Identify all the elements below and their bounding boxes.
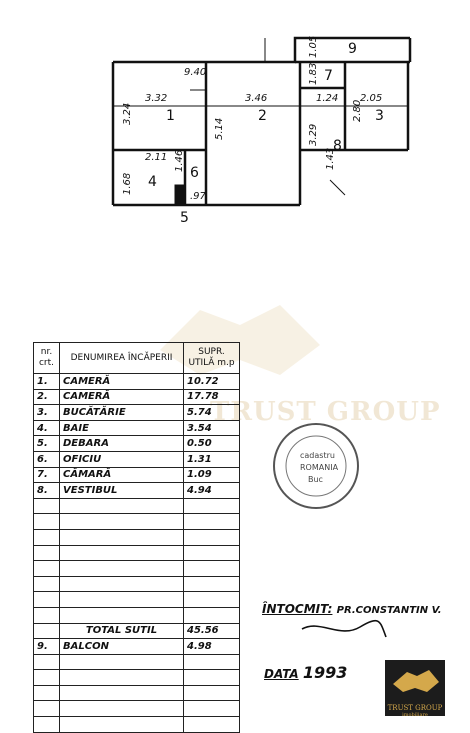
signature-scribble bbox=[301, 619, 387, 638]
row-nr: 3. bbox=[33, 404, 60, 421]
room-number: 3 bbox=[375, 108, 384, 124]
row-name: BALCON bbox=[59, 638, 184, 655]
prepared-by: ÎNTOCMIT: PR.CONSTANTIN V. bbox=[262, 602, 442, 616]
row-nr: 6. bbox=[33, 450, 60, 468]
dim-label: 2.11 bbox=[145, 152, 167, 163]
room-number: 8 bbox=[333, 138, 342, 154]
row-area: 4.98 bbox=[183, 638, 240, 655]
table-row: 5. DEBARA 0.50 bbox=[33, 435, 240, 452]
dim-label: 1.05 bbox=[308, 36, 319, 58]
row-area: 3.54 bbox=[183, 419, 240, 437]
dim-label: 3.46 bbox=[245, 93, 267, 104]
watermark-text: TRUST GROUP bbox=[210, 397, 441, 427]
dim-label: 1.43 bbox=[325, 148, 336, 170]
row-name: CAMERĂ bbox=[59, 373, 184, 390]
logo-text: TRUST GROUP bbox=[387, 704, 443, 712]
rooms-table: nr. crt. DENUMIREA ÎNCĂPERII SUPR. UTILĂ… bbox=[33, 342, 240, 733]
dim-label: 5.14 bbox=[214, 118, 225, 140]
table-row-empty bbox=[33, 528, 240, 546]
stamp-text: cadastru bbox=[300, 451, 335, 460]
total-label: TOTAL SUTIL bbox=[59, 622, 184, 640]
row-nr: 4. bbox=[33, 419, 60, 437]
room-number: 1 bbox=[166, 108, 175, 124]
stamp-text: Buc bbox=[308, 475, 323, 484]
room-number: 7 bbox=[324, 68, 333, 84]
table-row: 6. OFICIU 1.31 bbox=[33, 450, 240, 468]
row-name: BAIE bbox=[59, 419, 184, 437]
balcony-row: 9. BALCON 4.98 bbox=[33, 638, 240, 655]
header-area: SUPR. UTILĂ m.p bbox=[183, 342, 240, 374]
table-header-row: nr. crt. DENUMIREA ÎNCĂPERII SUPR. UTILĂ… bbox=[33, 342, 240, 374]
room-number: 9 bbox=[348, 41, 357, 57]
table-row-empty bbox=[33, 591, 240, 608]
header-name: DENUMIREA ÎNCĂPERII bbox=[59, 342, 184, 374]
room-number: 2 bbox=[258, 108, 267, 124]
table-row: 1. CAMERĂ 10.72 bbox=[33, 373, 240, 390]
row-name: OFICIU bbox=[59, 450, 184, 468]
table-row: 4. BAIE 3.54 bbox=[33, 419, 240, 437]
table-row: 7. CĂMARĂ 1.09 bbox=[33, 466, 240, 484]
row-area: 5.74 bbox=[183, 404, 240, 421]
table-row-empty bbox=[33, 653, 240, 671]
table-row-empty bbox=[33, 560, 240, 577]
stamp-text: ROMANIA bbox=[300, 463, 339, 472]
row-nr: 2. bbox=[33, 388, 60, 406]
dim-label: 3.24 bbox=[122, 103, 133, 125]
table-row-empty bbox=[33, 513, 240, 530]
row-nr: 9. bbox=[33, 638, 60, 655]
prepared-by-name: PR.CONSTANTIN V. bbox=[336, 605, 442, 616]
table-row: 8. VESTIBUL 4.94 bbox=[33, 482, 240, 499]
total-row: TOTAL SUTIL 45.56 bbox=[33, 622, 240, 640]
floor-plan: 9.40 3.32 3.46 2.05 1.24 3.24 5.14 2.11 … bbox=[111, 36, 412, 226]
dim-label: 9.40 bbox=[184, 67, 206, 78]
official-stamp: cadastru ROMANIA Buc bbox=[273, 423, 359, 509]
prepared-by-label: ÎNTOCMIT: bbox=[262, 602, 333, 616]
row-area: 1.09 bbox=[183, 466, 240, 484]
room-number: 5 bbox=[180, 210, 189, 226]
dim-label: 1.46 bbox=[174, 150, 185, 172]
table-row-empty bbox=[33, 544, 240, 562]
room-number: 4 bbox=[148, 174, 157, 190]
dim-label: 1.24 bbox=[316, 93, 338, 104]
row-name: DEBARA bbox=[59, 435, 184, 452]
table-row: 2. CAMERĂ 17.78 bbox=[33, 388, 240, 406]
dim-label: 2.80 bbox=[352, 100, 363, 122]
row-nr: 7. bbox=[33, 466, 60, 484]
row-name: BUCĂTĂRIE bbox=[59, 404, 184, 421]
dim-label: 2.05 bbox=[360, 93, 382, 104]
row-area: 4.94 bbox=[183, 482, 240, 499]
logo-handshake-icon bbox=[393, 670, 439, 692]
table-row-empty bbox=[33, 575, 240, 593]
dim-label: 1.83 bbox=[308, 63, 319, 85]
date-value: 1993 bbox=[302, 663, 348, 682]
header-nr: nr. crt. bbox=[33, 342, 60, 374]
table-row-empty bbox=[33, 497, 240, 515]
row-nr: 5. bbox=[33, 435, 60, 452]
table-row-empty bbox=[33, 669, 240, 686]
logo-tagline: imobiliare bbox=[402, 712, 428, 718]
row-area: 17.78 bbox=[183, 388, 240, 406]
dim-label: .97 bbox=[190, 191, 207, 202]
row-name: CAMERĂ bbox=[59, 388, 184, 406]
table-row: 3. BUCĂTĂRIE 5.74 bbox=[33, 404, 240, 421]
row-area: 0.50 bbox=[183, 435, 240, 452]
row-area: 10.72 bbox=[183, 373, 240, 390]
date-label: DATA bbox=[264, 667, 299, 681]
date: DATA 1993 bbox=[264, 663, 347, 682]
row-nr: 1. bbox=[33, 373, 60, 390]
row-nr: 8. bbox=[33, 482, 60, 499]
dim-label: 3.29 bbox=[308, 124, 319, 146]
table-row-empty bbox=[33, 684, 240, 702]
table-row-empty bbox=[33, 700, 240, 718]
dim-label: 1.68 bbox=[122, 173, 133, 195]
table-row-empty bbox=[33, 716, 240, 733]
room-number: 6 bbox=[190, 165, 199, 181]
total-area: 45.56 bbox=[183, 622, 240, 640]
dim-label: 3.32 bbox=[145, 93, 167, 104]
table-row-empty bbox=[33, 606, 240, 624]
company-logo: TRUST GROUP imobiliare bbox=[385, 660, 445, 718]
row-area: 1.31 bbox=[183, 450, 240, 468]
row-name: VESTIBUL bbox=[59, 482, 184, 499]
row-name: CĂMARĂ bbox=[59, 466, 184, 484]
